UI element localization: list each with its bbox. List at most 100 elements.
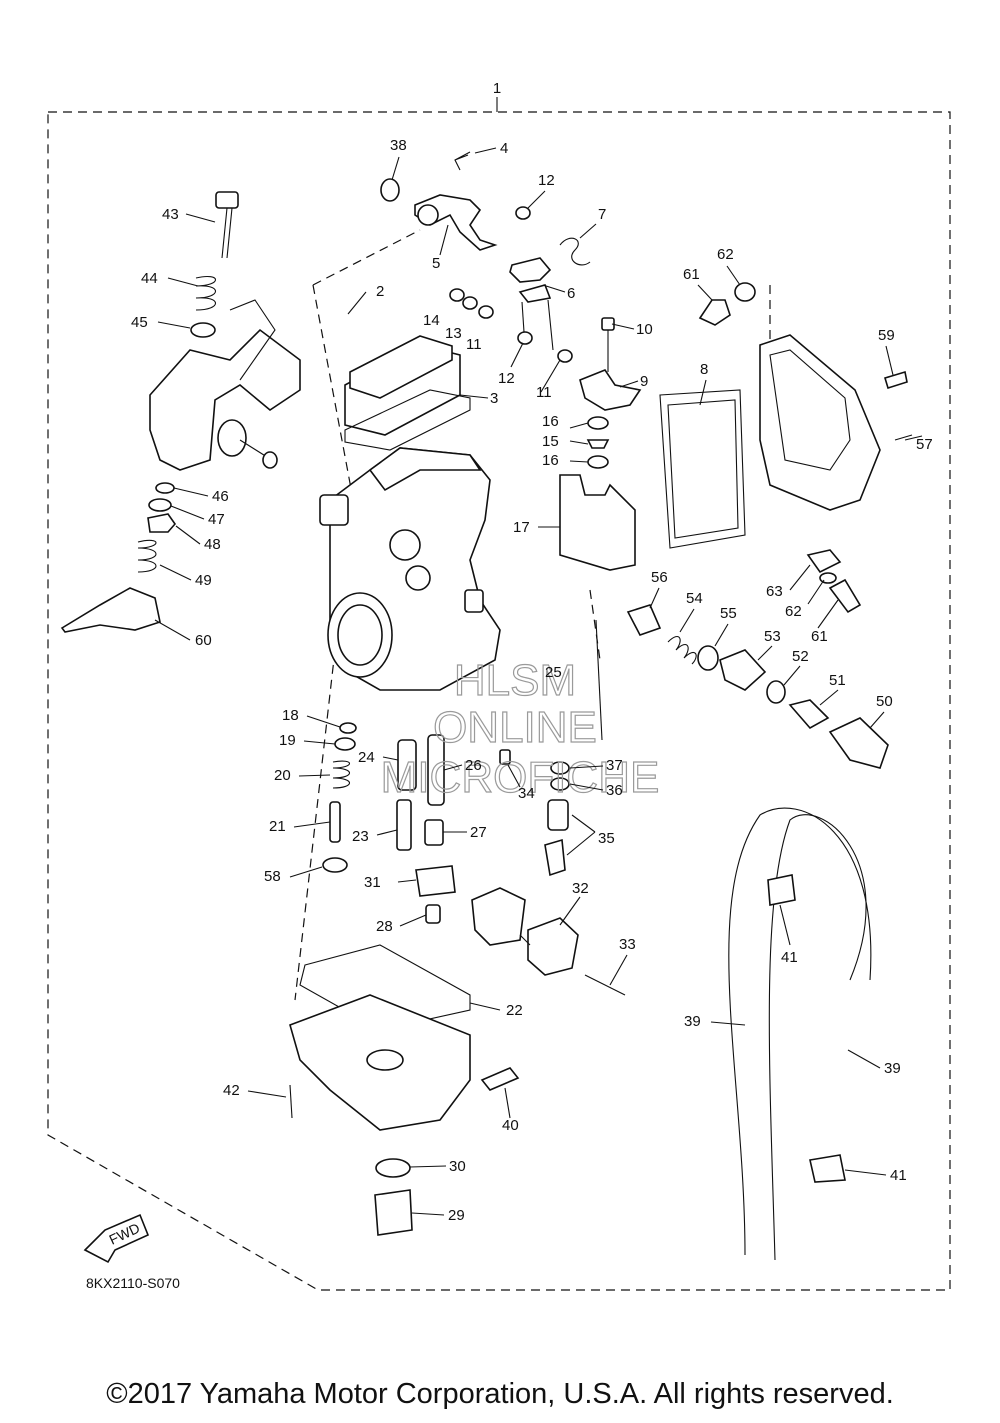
callout-label: 19 (279, 732, 296, 749)
callout-label: 32 (572, 880, 589, 897)
callout-label: 63 (766, 583, 783, 600)
washer-46 (155, 482, 175, 494)
callout-label: 41 (890, 1167, 907, 1184)
callout-label: 27 (470, 824, 487, 841)
callout-label: 34 (518, 785, 535, 802)
pin-33 (584, 974, 626, 996)
screw-40 (480, 1067, 520, 1091)
callout-label: 42 (223, 1082, 240, 1099)
callout-label: 60 (195, 632, 212, 649)
housing-53 (719, 649, 767, 691)
callout-label: 10 (636, 321, 653, 338)
oring-30 (375, 1158, 411, 1178)
washer-58 (322, 857, 348, 873)
callout-label: 61 (811, 628, 828, 645)
screw-28 (425, 904, 441, 924)
callout-label: 59 (878, 327, 895, 344)
washer-37 (550, 761, 570, 775)
clamp-41-upper (767, 874, 796, 906)
float-32-left (471, 887, 526, 946)
callout-label: 25 (545, 664, 562, 681)
valve-35-lower (544, 838, 566, 877)
callout-label: 3 (490, 390, 498, 407)
callout-label: 47 (208, 511, 225, 528)
callout-label: 62 (717, 246, 734, 263)
callout-label: 2 (376, 283, 384, 300)
callout-label: 50 (876, 693, 893, 710)
callout-label: 11 (536, 384, 552, 401)
clip-15 (586, 439, 610, 449)
callout-label: 17 (513, 519, 530, 536)
callout-label: 46 (212, 488, 229, 505)
jet-24 (397, 739, 417, 791)
spring-20 (332, 760, 351, 789)
sensor-61-upper (698, 299, 731, 326)
callout-labels: 2 3 4 5 6 7 8 9 10 11 11 11 12 12 13 14 … (131, 137, 933, 1224)
arm-60 (60, 587, 161, 633)
pilot-screw-56 (626, 604, 662, 636)
callout-label: 41 (781, 949, 798, 966)
callout-label: 38 (390, 137, 407, 154)
fwd-arrow: FWD (83, 1213, 150, 1264)
throttle-lever-bracket (149, 299, 301, 471)
side-cover (759, 334, 881, 511)
callout-label: 4 (500, 140, 508, 157)
callout-label: 12 (538, 172, 555, 189)
screw-42 (289, 1084, 293, 1119)
watermark-line-2: ONLINE (433, 703, 597, 752)
lever-5 (380, 151, 498, 251)
drawing-code: 8KX2110-S070 (86, 1275, 180, 1291)
callout-label: 39 (684, 1013, 701, 1030)
oring-36 (550, 777, 570, 791)
callout-label: 7 (598, 206, 606, 223)
callout-label: 5 (432, 255, 440, 272)
throttle-valve-17 (559, 474, 636, 571)
oring-62-upper (734, 282, 756, 302)
gasket-8 (659, 389, 746, 549)
callout-label: 43 (162, 206, 179, 223)
screw-34 (499, 749, 511, 765)
callout-label: 18 (282, 707, 299, 724)
hose-39-a (728, 807, 872, 1256)
part-31 (415, 865, 456, 897)
callout-label: 26 (465, 757, 482, 774)
plug-29 (374, 1189, 413, 1236)
callout-label: 56 (651, 569, 668, 586)
callout-label: 35 (598, 830, 615, 847)
callout-label: 23 (352, 828, 369, 845)
callout-label: 6 (567, 285, 575, 302)
callout-label: 57 (916, 436, 933, 453)
copyright-notice: ©2017 Yamaha Motor Corporation, U.S.A. A… (106, 1378, 894, 1410)
callout-label: 20 (274, 767, 291, 784)
callout-label: 28 (376, 918, 393, 935)
callout-label: 30 (449, 1158, 466, 1175)
callout-label: 52 (792, 648, 809, 665)
exploded-parts-diagram: 1 (47, 80, 951, 1291)
float-32-right (527, 917, 579, 976)
washer-19 (334, 737, 356, 751)
callout-label: 51 (829, 672, 846, 689)
callout-label: 13 (445, 325, 462, 342)
callout-label: 16 (542, 413, 559, 430)
washer-16-lower (587, 455, 609, 469)
screw-51 (788, 699, 830, 730)
callout-label: 40 (502, 1117, 519, 1134)
hose-39-b (768, 814, 867, 1261)
callout-label: 15 (542, 433, 559, 450)
carburetor-body (319, 447, 501, 691)
link-assembly (449, 206, 591, 363)
leader-lines (154, 147, 923, 1216)
callout-label: 45 (131, 314, 148, 331)
washer-16-upper (587, 416, 609, 430)
assembly-callout: 1 (493, 80, 501, 97)
callout-label: 55 (720, 605, 737, 622)
nut-48 (147, 513, 177, 533)
oring-55 (697, 645, 719, 671)
screw-57 (894, 434, 913, 441)
spring-49 (137, 539, 157, 573)
jet-21 (329, 801, 341, 843)
screw-59 (884, 370, 908, 390)
callout-label: 31 (364, 874, 381, 891)
watermark-line-1: HLSM (454, 656, 576, 705)
gasket-22 (299, 944, 471, 1031)
